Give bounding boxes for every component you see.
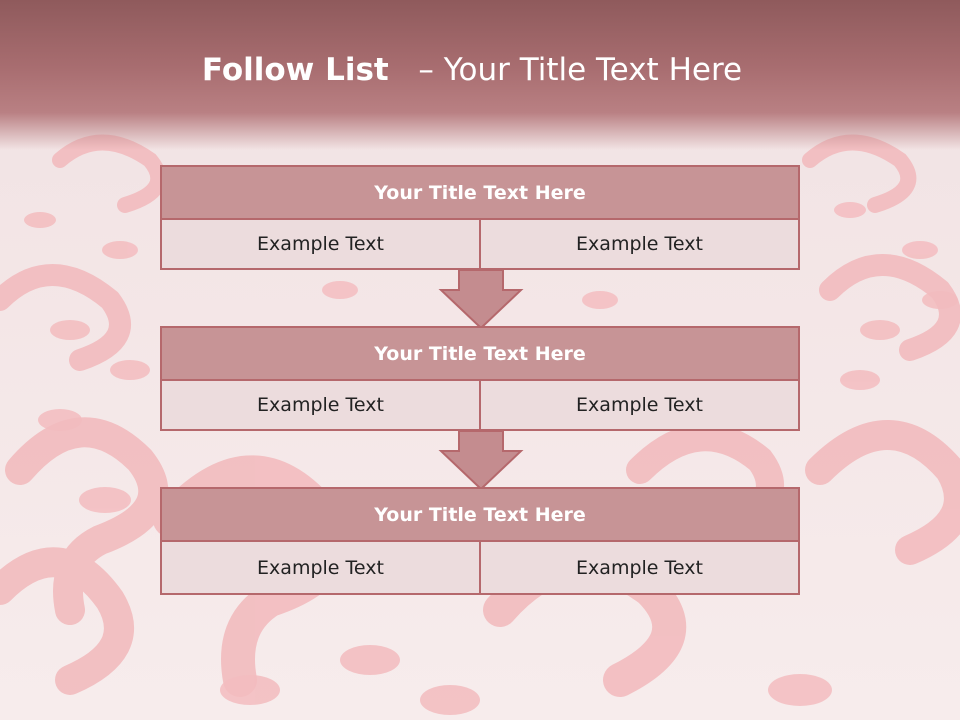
block-cell-right: Example Text	[479, 542, 798, 593]
block-title: Your Title Text Here	[160, 165, 800, 220]
slide-title-rest: – Your Title Text Here	[418, 52, 743, 88]
block-row: Example Text Example Text	[160, 220, 800, 270]
block-cell-left: Example Text	[162, 542, 479, 593]
list-block-2: Your Title Text Here Example Text Exampl…	[160, 326, 800, 431]
slide-title: Follow List – Your Title Text Here	[0, 52, 944, 88]
block-cell-right: Example Text	[479, 381, 798, 429]
slide-title-bold: Follow List	[201, 52, 389, 88]
block-cell-left: Example Text	[162, 220, 479, 268]
down-arrow-icon	[438, 269, 524, 330]
block-row: Example Text Example Text	[160, 542, 800, 595]
list-block-1: Your Title Text Here Example Text Exampl…	[160, 165, 800, 270]
block-title: Your Title Text Here	[160, 487, 800, 542]
block-cell-left: Example Text	[162, 381, 479, 429]
down-arrow-icon	[438, 430, 524, 491]
list-block-3: Your Title Text Here Example Text Exampl…	[160, 487, 800, 595]
block-row: Example Text Example Text	[160, 381, 800, 431]
block-cell-right: Example Text	[479, 220, 798, 268]
block-title: Your Title Text Here	[160, 326, 800, 381]
header-band	[0, 0, 960, 150]
